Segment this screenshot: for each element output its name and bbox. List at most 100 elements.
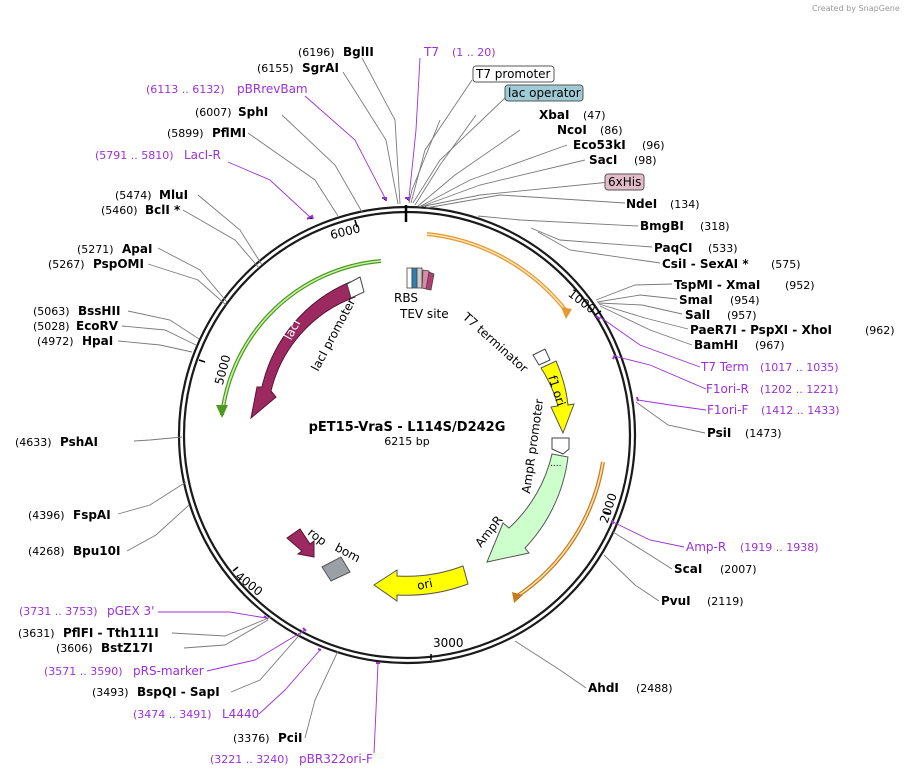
t7-terminator-arrow (532, 348, 551, 366)
enzyme-pos: (962) (865, 324, 895, 337)
enzyme-name: BglII (343, 45, 374, 59)
cds-arc-right-arrowhead (512, 592, 523, 603)
enzyme-pos: (318) (700, 220, 730, 233)
enzyme-pos: (952) (785, 279, 815, 292)
enzyme-name: PvuI (661, 594, 691, 608)
primer-range: (1202 .. 1221) (760, 383, 839, 396)
ampr-promoter-arrow (551, 437, 570, 455)
enzyme-pos: (2119) (707, 595, 744, 608)
primer-name: T7 (423, 45, 439, 59)
boxed-label: 6xHis (608, 175, 641, 189)
ampr-gene-arrow (486, 453, 569, 563)
tick-4000: 4000 (232, 566, 266, 599)
bom-box (321, 556, 351, 582)
enzyme-pos: (5899) (167, 127, 204, 140)
lacI-promoter-arrow (346, 276, 365, 299)
enzyme-pos: (5028) (33, 320, 70, 333)
rbs-label: RBS (394, 291, 418, 305)
enzyme-pos: (967) (755, 339, 785, 352)
enzyme-pos: (3376) (233, 732, 270, 745)
enzyme-pos: (4633) (15, 436, 52, 449)
enzyme-pos: (2488) (636, 682, 673, 695)
ori-label: ori (416, 576, 434, 593)
enzyme-name: SgrAI (302, 61, 339, 75)
primer-range: (1919 .. 1938) (740, 541, 819, 554)
enzyme-name: PflMI (212, 126, 246, 140)
primer-range: (3221 .. 3240) (210, 753, 289, 766)
primer-range: (5791 .. 5810) (95, 149, 174, 162)
enzyme-pos: (5460) (101, 204, 138, 217)
enzyme-name: FspAI (73, 508, 111, 522)
enzyme-pos: (6007) (195, 106, 232, 119)
enzyme-pos: (575) (771, 258, 801, 271)
enzyme-name: PaeR7I - PspXI - XhoI (690, 323, 832, 337)
lac-operator-mark (411, 267, 418, 289)
enzyme-labels-left: (6196) BglII (6155) SgrAI (6007) SphI (5… (15, 45, 374, 745)
enzyme-name: BamHI (694, 338, 738, 352)
lacI-region-arc-highlight (221, 260, 382, 416)
enzyme-pos: (533) (708, 242, 738, 255)
enzyme-name: BstZ17I (101, 641, 153, 655)
enzyme-name: CsiI - SexAI * (662, 257, 749, 271)
enzyme-name: PsiI (707, 426, 731, 440)
snapgene-credit: Created by SnapGene (812, 4, 900, 13)
rop-arrow (286, 528, 315, 558)
enzyme-name: SalI (685, 308, 710, 322)
enzyme-name: AhdI (588, 681, 619, 695)
rbs-mark (406, 267, 413, 289)
enzyme-name: TspMI - XmaI (674, 278, 760, 292)
enzyme-name: EcoRV (76, 319, 119, 333)
primer-range: (1017 .. 1035) (760, 361, 839, 374)
plasmid-name: pET15-VraS - L114S/D242G (309, 420, 506, 435)
enzyme-name: PaqCI (654, 241, 692, 255)
enzyme-pos: (3606) (56, 642, 93, 655)
enzyme-name: PspOMI (93, 257, 144, 271)
enzyme-pos: (6155) (257, 62, 294, 75)
cds-arc-top-highlight (426, 233, 568, 313)
enzyme-name: NcoI (557, 123, 587, 137)
primer-range: (1 .. 20) (452, 46, 496, 59)
cds-arc-right-highlight (515, 461, 604, 598)
enzyme-pos: (4972) (37, 335, 74, 348)
enzyme-pos: (47) (583, 109, 606, 122)
enzyme-name: ApaI (122, 242, 152, 256)
tick-label: 3000 (433, 636, 464, 650)
enzyme-pos: (4396) (28, 509, 65, 522)
enzyme-name: PciI (278, 731, 303, 745)
tev-site-mark (425, 271, 435, 291)
enzyme-pos: (134) (670, 198, 700, 211)
boxed-label: lac operator (508, 86, 581, 100)
enzyme-pos: (1473) (745, 427, 782, 440)
primer-callout-lines (158, 57, 707, 754)
enzyme-name: Bpu10I (73, 544, 120, 558)
ampr-dots: .... (550, 459, 561, 469)
enzyme-pos: (2007) (720, 563, 757, 576)
primer-name: T7 Term (700, 360, 749, 374)
enzyme-pos: (4268) (28, 545, 65, 558)
enzyme-pos: (6196) (298, 46, 335, 59)
enzyme-pos: (5474) (115, 189, 152, 202)
cds-arc-top-arrowhead (561, 307, 572, 319)
lac-operator-box: lac operator (504, 84, 584, 102)
enzyme-pos: (3631) (18, 627, 55, 640)
primer-name: F1ori-R (706, 382, 749, 396)
lacI-gene-arrow (250, 281, 356, 420)
his-tag-box: 6xHis (604, 173, 645, 191)
primer-name: Amp-R (686, 540, 726, 554)
enzyme-name: SacI (589, 153, 617, 167)
tick-label: 4000 (233, 569, 266, 599)
enzyme-name: PflFI - Tth111I (63, 626, 159, 640)
enzyme-name: XbaI (539, 108, 569, 122)
cds-arc-top (426, 232, 569, 314)
enzyme-name: ScaI (674, 562, 702, 576)
t7-promoter-mark (416, 267, 423, 289)
enzyme-name: SmaI (679, 293, 713, 307)
enzyme-name: MluI (159, 188, 188, 202)
t7-promoter-box: T7 promoter (472, 65, 555, 83)
ampr-promoter-label: AmpR promoter (519, 398, 546, 494)
enzyme-pos: (96) (642, 139, 665, 152)
enzyme-name: Eco53kI (573, 138, 626, 152)
t7-terminator-label: T7 terminator (459, 309, 531, 375)
